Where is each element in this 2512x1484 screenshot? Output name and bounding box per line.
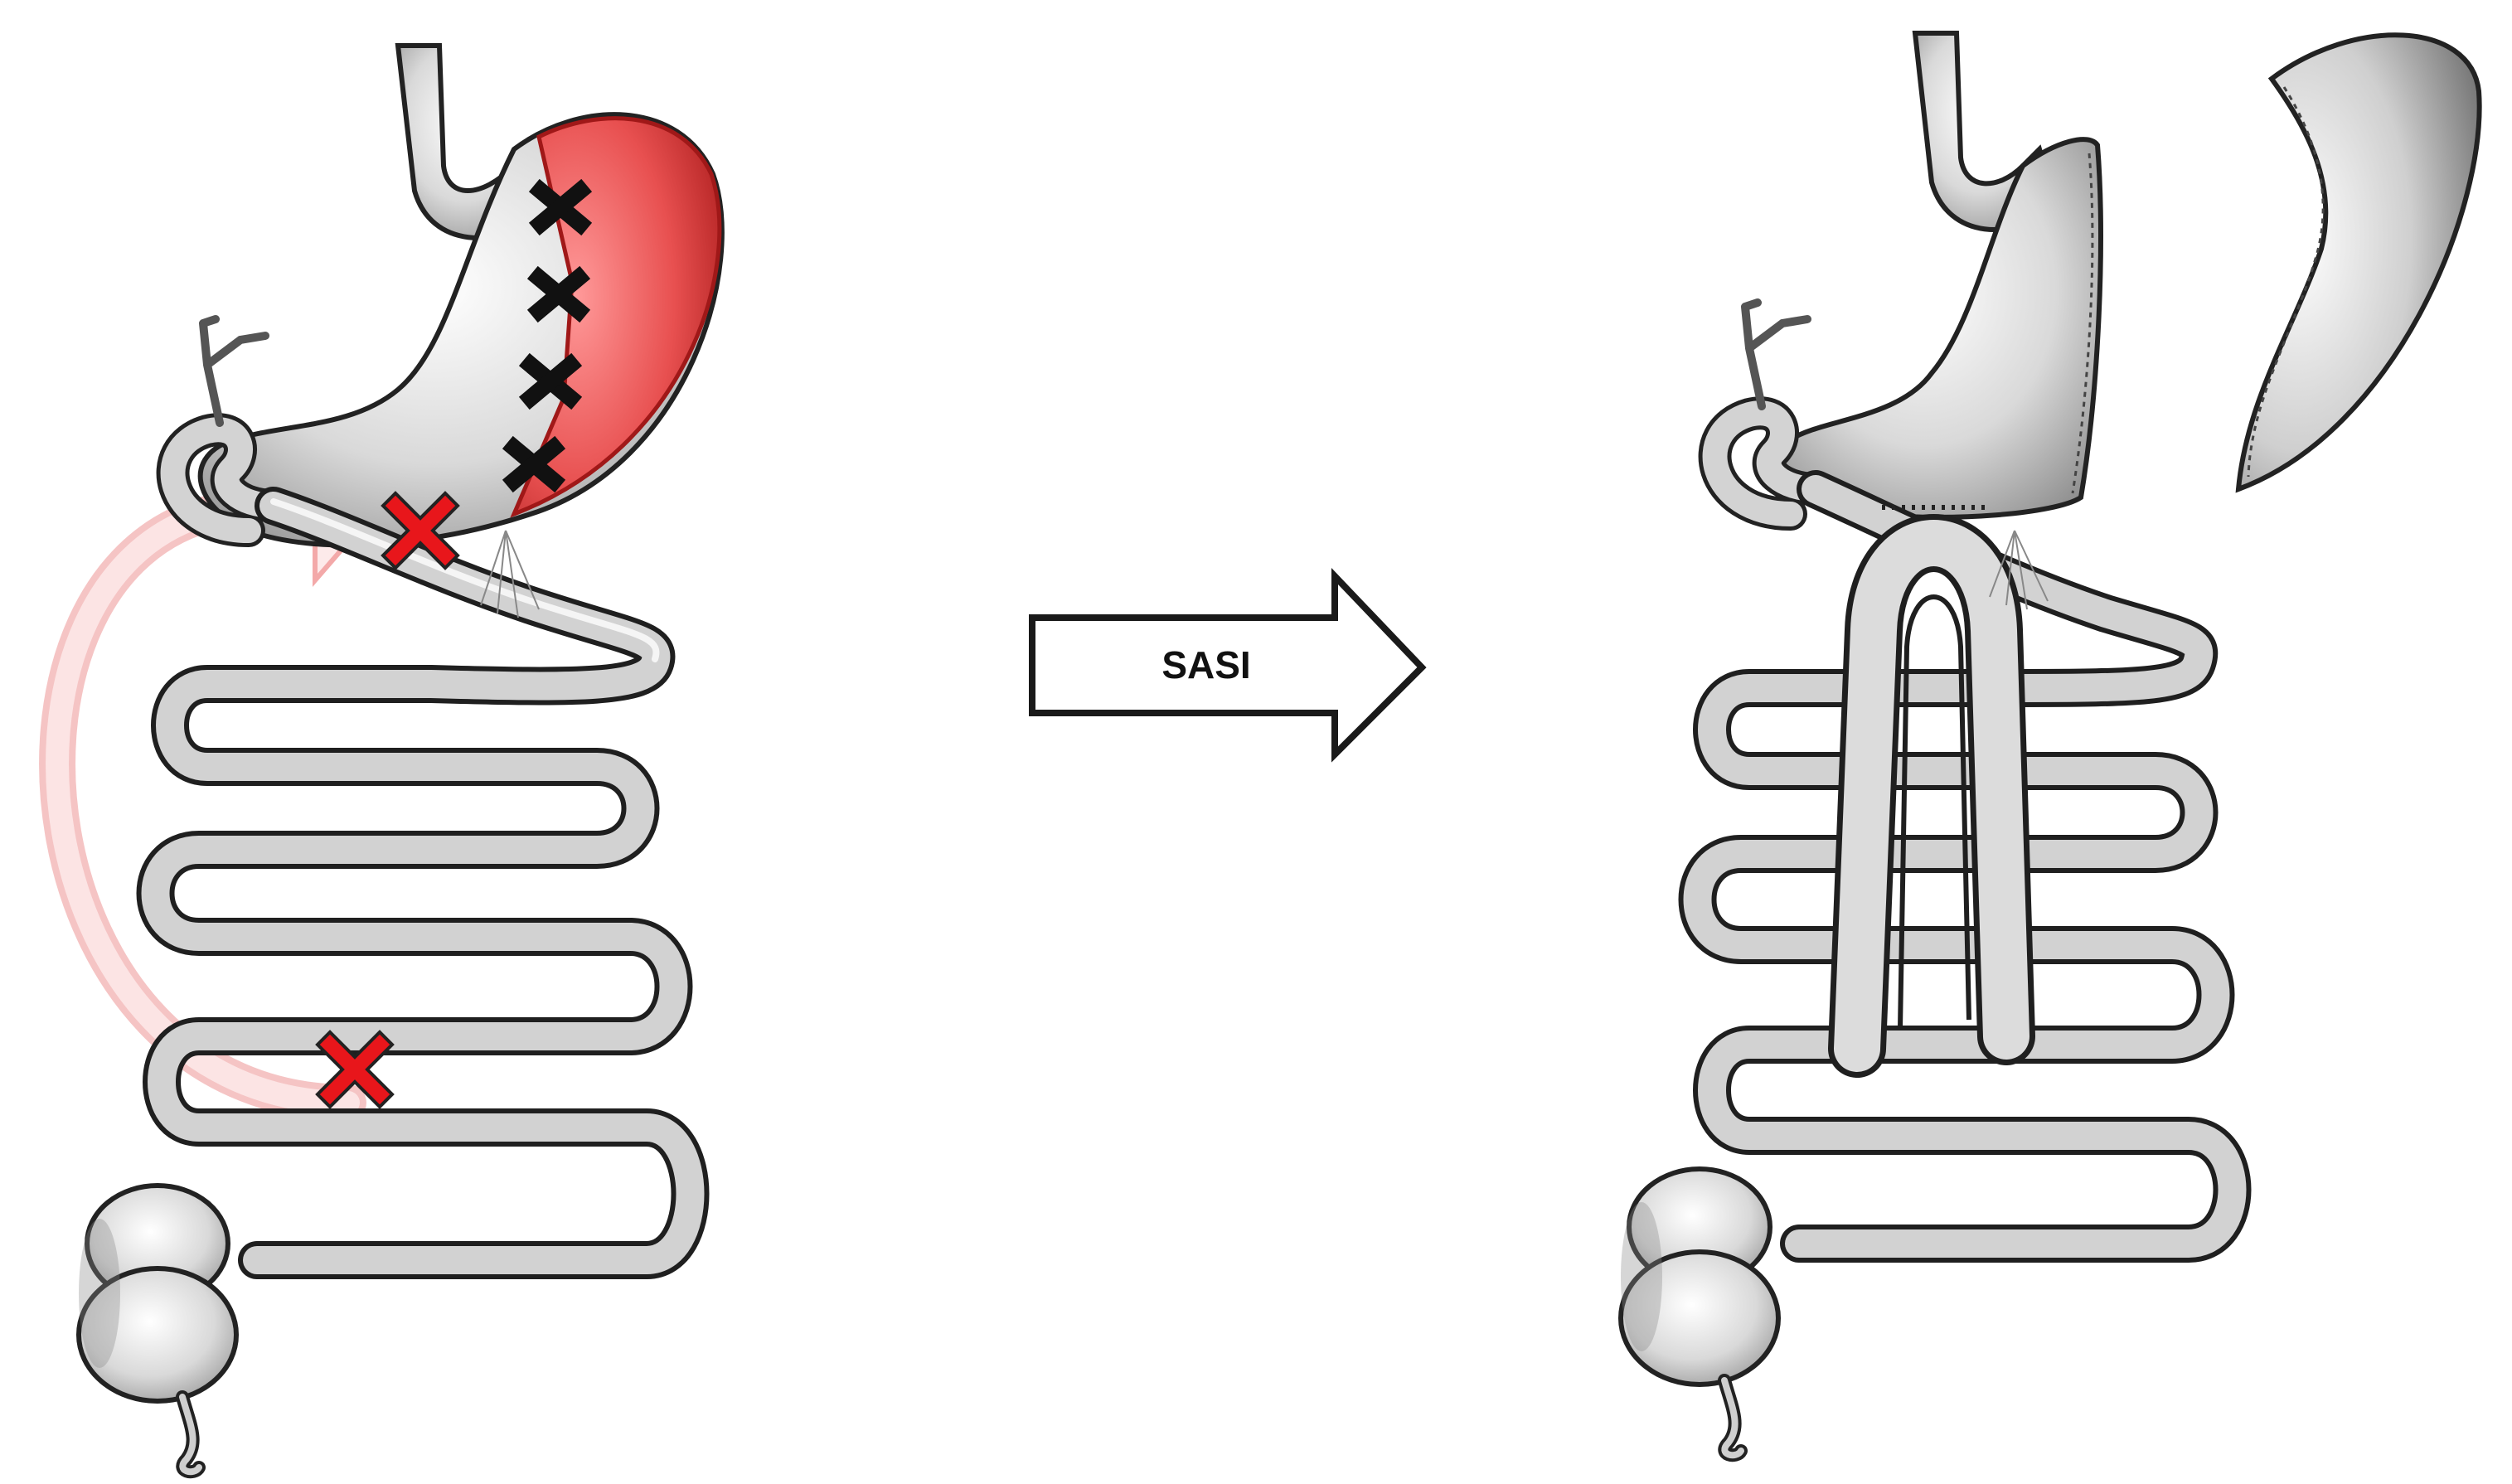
mesentery [1989, 530, 2049, 610]
ileal-loop-anastomosis [1828, 505, 2035, 1078]
cecum [76, 1183, 239, 1479]
staple-line [2071, 153, 2094, 494]
right-anatomy [1618, 31, 2482, 1462]
stomach [197, 112, 725, 548]
red-x-icon [381, 491, 460, 570]
resected-specimen [2235, 32, 2482, 493]
mesentery [480, 530, 540, 618]
cecum [1618, 1166, 1781, 1462]
suture-mark-icon [526, 265, 591, 323]
arrow-label: SASI [1161, 643, 1250, 686]
bile-duct [199, 315, 269, 427]
red-x-icon [315, 1030, 395, 1109]
anastomosis-site-marker [315, 491, 460, 1109]
suture-mark-icon [528, 178, 593, 236]
small-intestine [136, 487, 710, 1279]
small-intestine [1678, 470, 2252, 1263]
sleeve-resection-markers [502, 178, 593, 493]
suture-mark-icon [518, 352, 583, 410]
suture-mark-icon [502, 435, 566, 493]
left-anatomy [39, 43, 725, 1479]
sasi-arrow: SASI [1029, 568, 1427, 763]
bile-duct [1741, 298, 1811, 410]
